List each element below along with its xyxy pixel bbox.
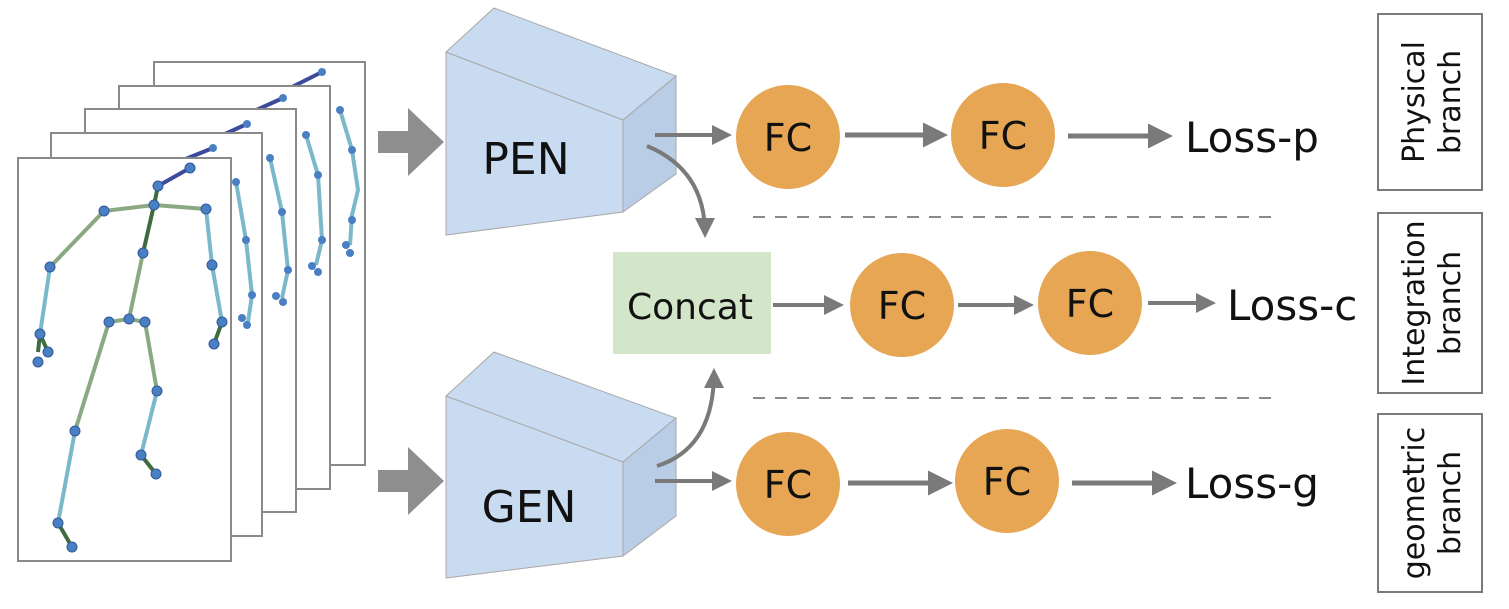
geometric-branch-line2: branch xyxy=(1433,451,1468,555)
input-arrow-top xyxy=(378,108,444,176)
svg-text:FC: FC xyxy=(979,114,1027,158)
svg-text:FC: FC xyxy=(1066,282,1114,326)
loss-p-label: Loss-p xyxy=(1185,113,1319,162)
physical-branch-row: FC FC Loss-p xyxy=(655,83,1319,189)
pen-to-concat-arrow xyxy=(646,144,715,238)
loss-c-label: Loss-c xyxy=(1227,281,1357,330)
input-arrow-bottom xyxy=(378,447,444,515)
geometric-branch-row: FC FC Loss-g xyxy=(655,429,1319,536)
concat-label: Concat xyxy=(627,287,753,328)
concat-block: Concat xyxy=(613,252,771,354)
gen-label: GEN xyxy=(482,482,577,533)
svg-text:FC: FC xyxy=(764,463,812,507)
geometric-branch-box: geometric branch xyxy=(1377,413,1483,593)
integration-branch-row: FC FC Loss-c xyxy=(773,251,1357,357)
svg-text:FC: FC xyxy=(764,116,812,160)
fc-node-c2: FC xyxy=(1038,251,1142,355)
physical-branch-box: Physical branch xyxy=(1377,13,1483,191)
svg-text:FC: FC xyxy=(983,460,1031,504)
fc-node-p1: FC xyxy=(736,85,840,189)
skeleton-frame-1 xyxy=(17,157,232,562)
fc-node-c1: FC xyxy=(850,253,954,357)
physical-branch-line2: branch xyxy=(1433,50,1468,154)
gen-to-concat-arrow xyxy=(656,368,724,468)
skeleton-frame-stack xyxy=(17,61,366,562)
integration-branch-box: Integration branch xyxy=(1377,212,1483,394)
integration-branch-line2: branch xyxy=(1433,251,1468,355)
pen-encoder: PEN xyxy=(445,7,677,236)
svg-text:FC: FC xyxy=(878,284,926,328)
pen-label: PEN xyxy=(482,134,569,185)
fc-node-g2: FC xyxy=(955,429,1059,533)
fc-node-g1: FC xyxy=(736,432,840,536)
fc-node-p2: FC xyxy=(951,83,1055,187)
integration-branch-line1: Integration xyxy=(1397,220,1432,385)
loss-g-label: Loss-g xyxy=(1185,459,1319,508)
gen-encoder: GEN xyxy=(445,351,677,579)
geometric-branch-line1: geometric xyxy=(1397,427,1432,579)
physical-branch-line1: Physical xyxy=(1397,41,1432,163)
